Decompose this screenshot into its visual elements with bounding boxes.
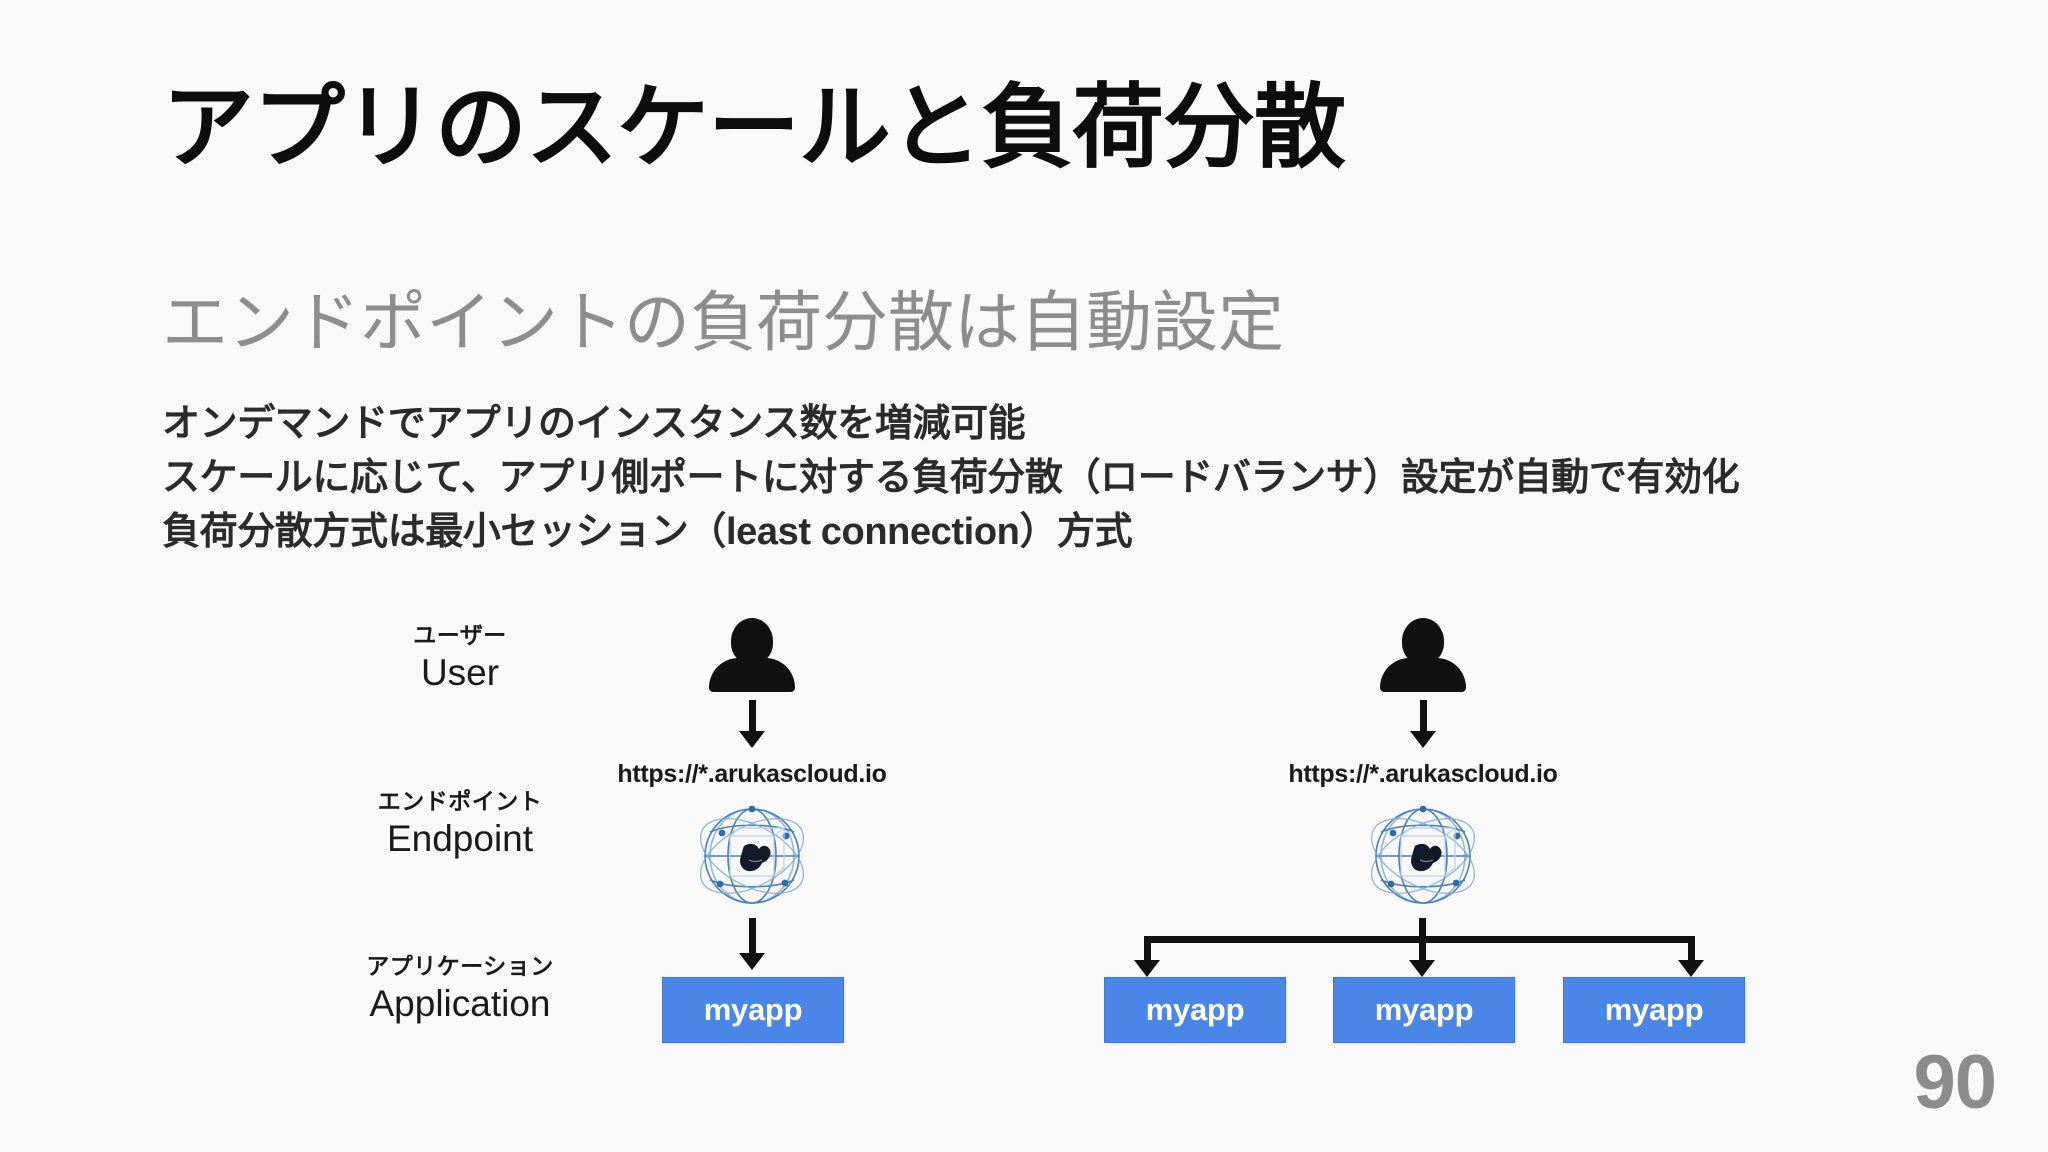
user-person-body	[1380, 658, 1466, 692]
arrow-user-to-endpoint-left	[712, 700, 792, 748]
arrow-head-down-icon	[739, 731, 765, 748]
app-instance-box[interactable]: myapp	[662, 977, 844, 1043]
branch-leg-3	[1688, 936, 1695, 962]
arrow-head-down-icon	[1678, 960, 1704, 977]
user-person-head	[731, 618, 773, 664]
arrow-head-down-icon	[1410, 731, 1436, 748]
slide-subtitle: エンドポイントの負荷分散は自動設定	[162, 285, 1284, 359]
row-label-application-en: Application	[369, 982, 551, 1024]
app-instance-label: myapp	[1145, 992, 1245, 1027]
user-person-icon	[709, 618, 795, 692]
app-instance-label: myapp	[1604, 992, 1704, 1027]
app-instance-label: myapp	[1374, 992, 1474, 1027]
branch-leg-2	[1419, 936, 1426, 962]
row-label-application-jp: アプリケーション	[366, 953, 554, 979]
row-label-endpoint-jp: エンドポイント	[377, 788, 543, 814]
arrow-shaft	[748, 918, 756, 954]
row-label-application: アプリケーション Application	[300, 953, 620, 1027]
arrow-shaft	[748, 700, 756, 732]
endpoint-url-left: https://*.arukascloud.io	[617, 760, 887, 788]
row-label-endpoint-en: Endpoint	[386, 817, 534, 859]
load-balancing-diagram: ユーザー User エンドポイント Endpoint アプリケーション Appl…	[0, 600, 2048, 1080]
arrow-shaft	[1419, 700, 1427, 732]
app-instance-box[interactable]: myapp	[1104, 977, 1286, 1043]
page-title: アプリのスケールと負荷分散	[162, 77, 1346, 179]
arrow-head-down-icon	[1409, 960, 1435, 977]
page-number: 90	[1913, 1040, 1997, 1125]
app-instance-box[interactable]: myapp	[1333, 977, 1515, 1043]
row-label-endpoint: エンドポイント Endpoint	[300, 788, 620, 862]
branch-stem	[1419, 918, 1426, 940]
user-person-icon	[1380, 618, 1466, 692]
arrow-endpoint-to-app-left	[712, 918, 792, 970]
row-label-user-jp: ユーザー	[413, 622, 507, 648]
body-line-3: 負荷分散方式は最小セッション（least connection）方式	[162, 510, 1133, 553]
body-line-2: スケールに応じて、アプリ側ポートに対する負荷分散（ロードバランサ）設定が自動で有…	[162, 456, 1740, 499]
app-instance-box[interactable]: myapp	[1563, 977, 1745, 1043]
user-person-body	[709, 658, 795, 692]
body-text-block: オンデマンドでアプリのインスタンス数を増減可能 スケールに応じて、アプリ側ポート…	[162, 398, 1922, 560]
user-person-head	[1402, 618, 1444, 664]
arrow-head-down-icon	[1134, 960, 1160, 977]
branch-leg-1	[1144, 936, 1151, 962]
arrow-user-to-endpoint-right	[1383, 700, 1463, 748]
row-label-user: ユーザー User	[300, 622, 620, 696]
endpoint-globe-icon-right	[1357, 796, 1489, 914]
app-instance-label: myapp	[703, 992, 803, 1027]
load-balancer-branch-connector	[1108, 918, 1704, 980]
arrow-head-down-icon	[739, 953, 765, 970]
row-label-user-en: User	[420, 651, 500, 693]
body-line-1: オンデマンドでアプリのインスタンス数を増減可能	[162, 403, 1026, 445]
endpoint-url-right: https://*.arukascloud.io	[1288, 760, 1558, 788]
endpoint-globe-icon-left	[686, 796, 818, 914]
